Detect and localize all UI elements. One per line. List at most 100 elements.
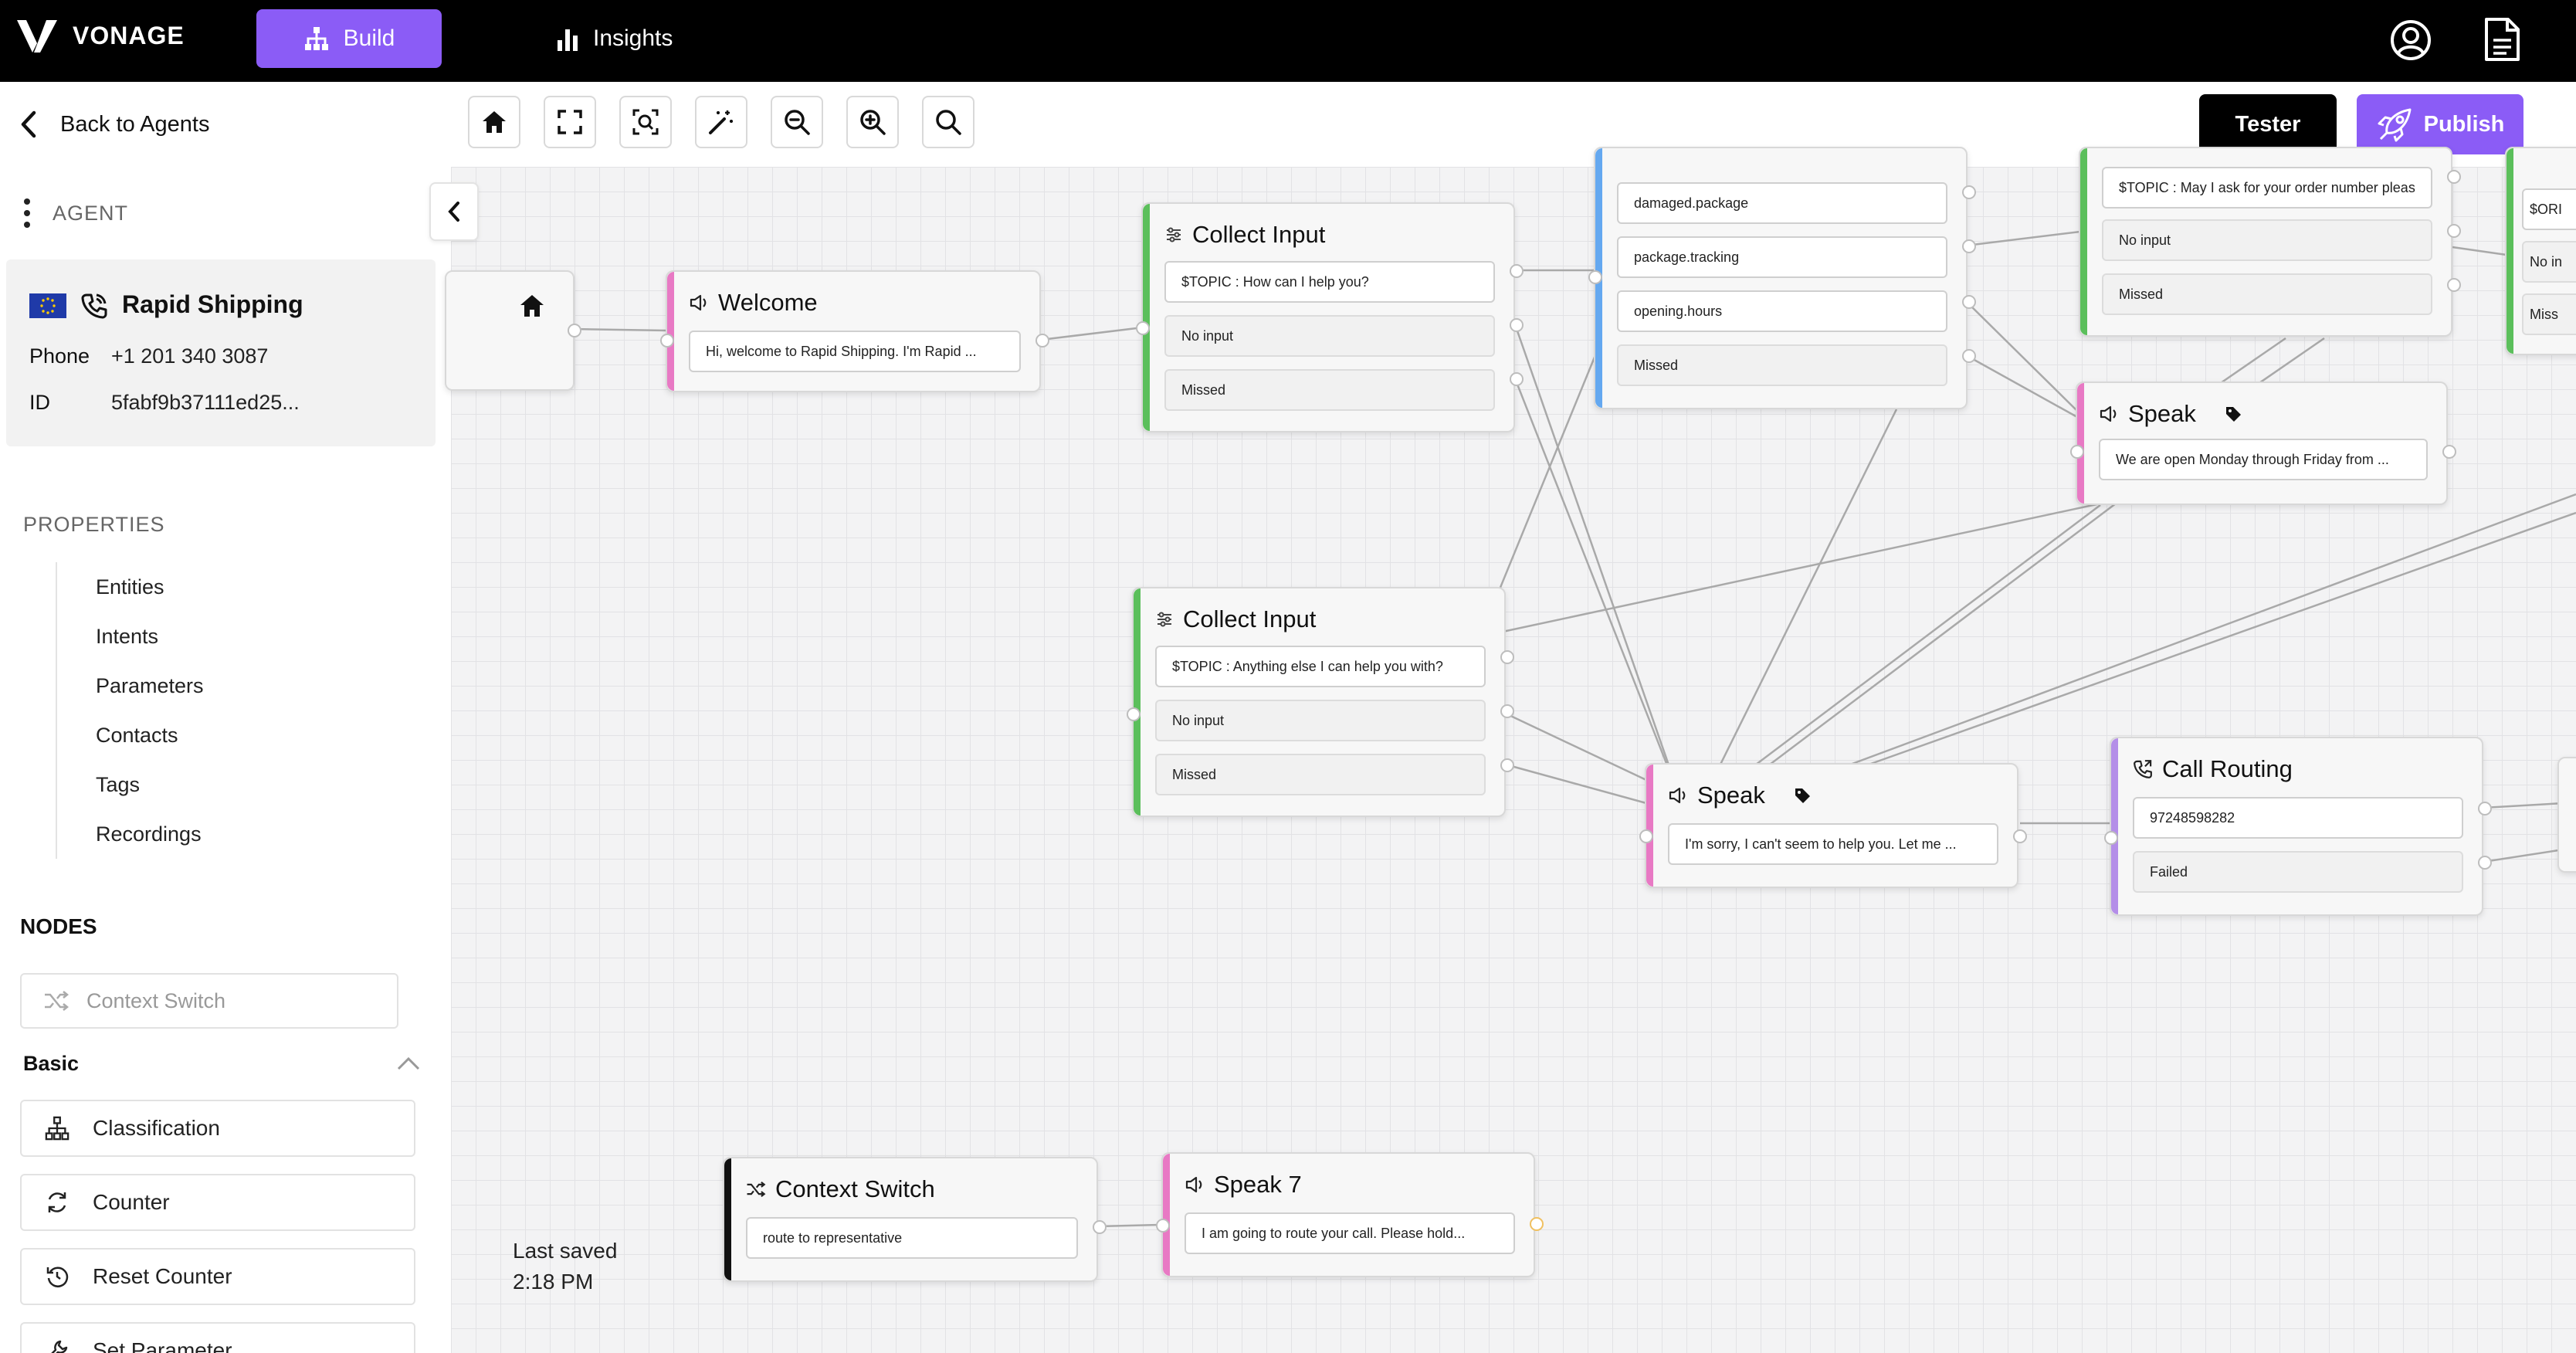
- speak-7-message-field[interactable]: I am going to route your call. Please ho…: [1185, 1212, 1515, 1254]
- speak-7-node[interactable]: Speak 7 I am going to route your call. P…: [1161, 1152, 1535, 1277]
- collect-input-2-no-input[interactable]: No input: [1155, 700, 1486, 741]
- node-palette-context-switch[interactable]: Context Switch: [20, 973, 398, 1029]
- order-number-topic-field[interactable]: $TOPIC : May I ask for your order number…: [2102, 167, 2432, 209]
- intent-package-tracking[interactable]: package.tracking: [1617, 236, 1947, 278]
- more-vertical-icon[interactable]: [23, 198, 31, 229]
- collect1-topic-port[interactable]: [1510, 264, 1524, 278]
- intent-damaged-package[interactable]: damaged.package: [1617, 182, 1947, 224]
- agent-sidebar: AGENT Rapid Shipping Phone +1 201 340 30…: [0, 167, 452, 1353]
- fit-screen-button[interactable]: [544, 96, 596, 148]
- speak-hours-message-field[interactable]: We are open Monday through Friday from .…: [2099, 439, 2428, 480]
- call-routing-failed[interactable]: Failed: [2133, 851, 2463, 893]
- class-port-4[interactable]: [1962, 349, 1976, 363]
- auto-arrange-button[interactable]: [695, 96, 747, 148]
- collect-input-1-topic-field[interactable]: $TOPIC : How can I help you?: [1164, 261, 1495, 303]
- collect1-missed-port[interactable]: [1510, 372, 1524, 386]
- classification-node[interactable]: damaged.package package.tracking opening…: [1594, 147, 1968, 409]
- speak-sorry-node[interactable]: Speak I'm sorry, I can't seem to help yo…: [1645, 763, 2018, 888]
- collect-input-1-missed[interactable]: Missed: [1164, 369, 1495, 411]
- collect2-noinput-port[interactable]: [1500, 704, 1514, 718]
- focus-button[interactable]: [619, 96, 672, 148]
- welcome-node[interactable]: Welcome Hi, welcome to Rapid Shipping. I…: [666, 270, 1041, 392]
- welcome-input-port[interactable]: [660, 334, 674, 348]
- collect2-input-port[interactable]: [1127, 707, 1141, 721]
- classification-input-port[interactable]: [1588, 270, 1602, 284]
- collect-input-1-no-input[interactable]: No input: [1164, 315, 1495, 357]
- partial-missed[interactable]: Miss: [2522, 293, 2576, 335]
- collect-input-node-1[interactable]: Collect Input $TOPIC : How can I help yo…: [1141, 202, 1515, 432]
- collect-input-2-missed[interactable]: Missed: [1155, 754, 1486, 795]
- eu-flag-icon: [29, 293, 66, 318]
- class-port-2[interactable]: [1962, 239, 1976, 253]
- collect-input-node-2[interactable]: Collect Input $TOPIC : Anything else I c…: [1132, 587, 1506, 817]
- user-profile-icon[interactable]: [2389, 19, 2432, 62]
- welcome-message-field[interactable]: Hi, welcome to Rapid Shipping. I'm Rapid…: [689, 331, 1021, 372]
- wrench-icon: [51, 1340, 68, 1353]
- zoom-in-button[interactable]: [846, 96, 899, 148]
- property-contacts[interactable]: Contacts: [96, 724, 178, 747]
- class-port-3[interactable]: [1962, 295, 1976, 309]
- rocket-icon: [2378, 108, 2412, 142]
- tab-build[interactable]: Build: [256, 9, 442, 68]
- start-node[interactable]: [445, 270, 575, 391]
- collapse-sidebar-button[interactable]: [429, 182, 479, 241]
- node-palette-classification[interactable]: Classification: [20, 1100, 415, 1157]
- context-switch-node[interactable]: Context Switch route to representative: [723, 1157, 1098, 1282]
- context-switch-title-text: Context Switch: [775, 1175, 935, 1202]
- speak-hours-output-port[interactable]: [2442, 445, 2456, 459]
- call-routing-node[interactable]: Call Routing 97248598282 Failed: [2110, 737, 2483, 916]
- property-tags[interactable]: Tags: [96, 773, 141, 796]
- intent-opening-hours[interactable]: opening.hours: [1617, 290, 1947, 332]
- collect-input-2-topic-field[interactable]: $TOPIC : Anything else I can help you wi…: [1155, 646, 1486, 687]
- collect2-topic-port[interactable]: [1500, 650, 1514, 664]
- class-port-1[interactable]: [1962, 185, 1976, 199]
- collect2-missed-port[interactable]: [1500, 758, 1514, 772]
- node-palette-set-parameter[interactable]: Set Parameter: [20, 1322, 415, 1353]
- context-switch-field[interactable]: route to representative: [746, 1217, 1078, 1259]
- speak-sorry-input-port[interactable]: [1639, 829, 1653, 843]
- right-partial-node[interactable]: [2557, 757, 2576, 873]
- order-number-collect-node[interactable]: $TOPIC : May I ask for your order number…: [2079, 147, 2452, 337]
- property-recordings[interactable]: Recordings: [96, 822, 202, 846]
- zoom-out-button[interactable]: [771, 96, 823, 148]
- property-parameters[interactable]: Parameters: [96, 674, 204, 697]
- call-routing-number-port[interactable]: [2478, 802, 2492, 816]
- back-to-agents-link[interactable]: Back to Agents: [20, 105, 209, 144]
- home-button[interactable]: [468, 96, 520, 148]
- node-palette-counter[interactable]: Counter: [20, 1174, 415, 1231]
- order-number-missed[interactable]: Missed: [2102, 273, 2432, 315]
- speak-hours-input-port[interactable]: [2070, 445, 2084, 459]
- shuffle-icon: [45, 991, 69, 1011]
- document-icon[interactable]: [2483, 17, 2520, 62]
- topright-port-2[interactable]: [2447, 224, 2461, 238]
- property-entities[interactable]: Entities: [96, 575, 164, 599]
- property-intents[interactable]: Intents: [96, 625, 159, 648]
- topright-port-1[interactable]: [2447, 170, 2461, 184]
- start-output-port[interactable]: [568, 324, 581, 337]
- tester-button[interactable]: Tester: [2199, 94, 2337, 154]
- speak-sorry-output-port[interactable]: [2013, 829, 2027, 843]
- speak7-input-port[interactable]: [1156, 1219, 1170, 1233]
- partial-no-input[interactable]: No in: [2522, 241, 2576, 283]
- call-routing-failed-port[interactable]: [2478, 856, 2492, 870]
- partial-topic-field[interactable]: $ORI: [2522, 188, 2576, 230]
- order-number-no-input[interactable]: No input: [2102, 219, 2432, 261]
- call-routing-input-port[interactable]: [2104, 831, 2118, 845]
- topright-port-3[interactable]: [2447, 278, 2461, 292]
- search-button[interactable]: [922, 96, 974, 148]
- collect1-noinput-port[interactable]: [1510, 318, 1524, 332]
- speak-hours-node[interactable]: Speak We are open Monday through Friday …: [2076, 381, 2448, 505]
- node-palette-reset-counter[interactable]: Reset Counter: [20, 1248, 415, 1305]
- call-routing-number-field[interactable]: 97248598282: [2133, 797, 2463, 839]
- chevron-up-icon[interactable]: [395, 1052, 422, 1075]
- zoom-out-icon: [785, 110, 810, 135]
- welcome-output-port[interactable]: [1035, 334, 1049, 348]
- tab-insights[interactable]: Insights: [556, 9, 673, 68]
- collect1-input-port[interactable]: [1136, 321, 1150, 335]
- speak-sorry-message-field[interactable]: I'm sorry, I can't seem to help you. Let…: [1668, 823, 1998, 865]
- publish-button[interactable]: Publish: [2357, 94, 2523, 154]
- classification-missed[interactable]: Missed: [1617, 344, 1947, 386]
- partial-collect-node[interactable]: $ORI No in Miss: [2505, 147, 2576, 355]
- speak7-output-port[interactable]: [1530, 1217, 1544, 1231]
- context-switch-output-port[interactable]: [1093, 1220, 1107, 1234]
